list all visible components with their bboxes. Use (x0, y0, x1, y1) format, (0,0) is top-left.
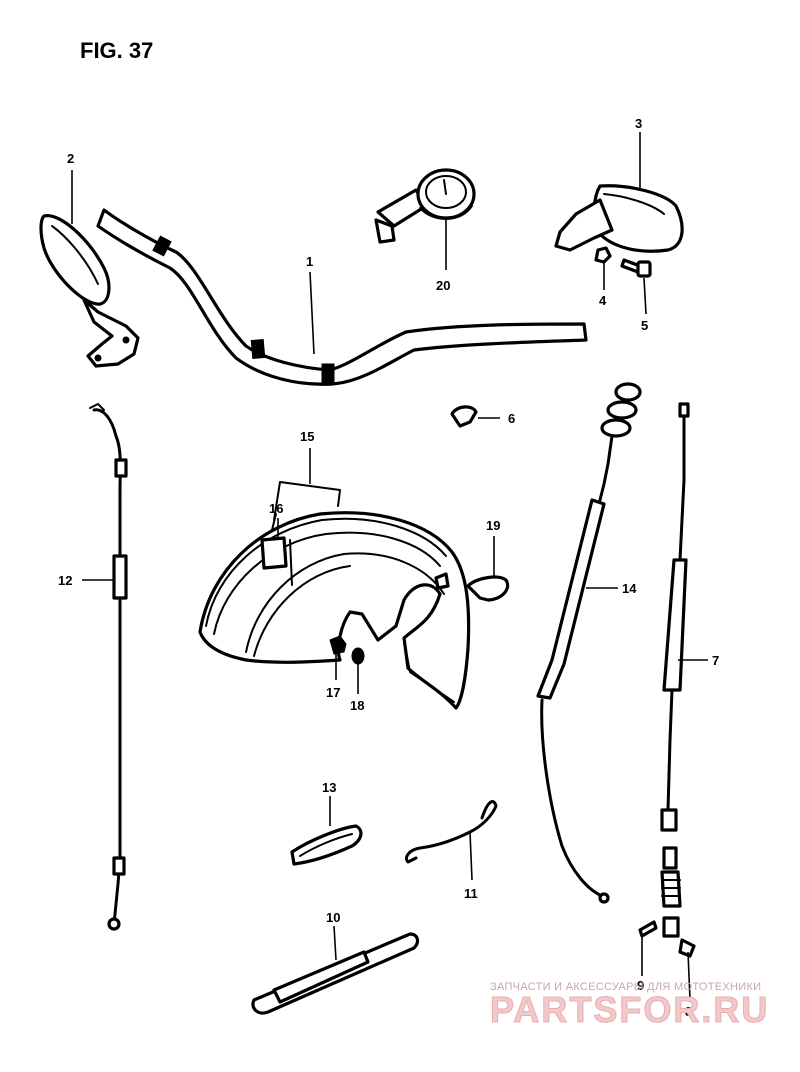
callout-17: 17 (326, 685, 340, 700)
callout-9: 9 (637, 978, 644, 993)
part-bolt-5 (620, 258, 652, 278)
callout-4: 4 (599, 293, 607, 308)
callout-8: 8 (685, 1004, 692, 1019)
part-cable-14 (536, 382, 642, 904)
figure-title: FIG. 37 (80, 38, 153, 63)
watermark-tagline: ЗАПЧАСТИ И АКСЕССУАРЫ ДЛЯ МОТОТЕХНИКИ (490, 981, 761, 993)
part-19 (466, 575, 510, 602)
part-cable-12 (89, 403, 128, 931)
part-washer (594, 246, 612, 264)
part-meter (374, 168, 476, 244)
callout-15: 15 (300, 429, 314, 444)
callout-12: 12 (58, 573, 72, 588)
callout-19: 19 (486, 518, 500, 533)
part-right-mirror (554, 184, 684, 253)
callout-1: 1 (306, 254, 313, 269)
callout-3: 3 (635, 116, 642, 131)
callout-11: 11 (464, 886, 478, 901)
callout-labels: 2 1 20 3 4 5 6 15 16 19 14 12 7 17 18 13… (58, 116, 719, 1019)
watermark: ЗАПЧАСТИ И АКСЕССУАРЫ ДЛЯ МОТОТЕХНИКИ PA… (490, 981, 769, 1031)
part-handlebar (96, 208, 588, 386)
part-left-mirror (39, 214, 140, 368)
part-strap-10 (251, 932, 420, 1015)
callout-10: 10 (326, 910, 340, 925)
part-cable-7 (660, 402, 690, 938)
watermark-brand: PARTSFOR.RU (490, 989, 769, 1030)
callout-20: 20 (436, 278, 450, 293)
callout-2: 2 (67, 151, 74, 166)
callout-16: 16 (269, 501, 283, 516)
leader-lines (71, 132, 708, 1001)
part-cap-6 (450, 405, 478, 428)
part-clamp-11 (405, 800, 498, 864)
callout-6: 6 (508, 411, 515, 426)
part-front-fender (198, 481, 471, 710)
callout-13: 13 (322, 780, 336, 795)
part-screw-8 (678, 938, 696, 958)
callout-18: 18 (350, 698, 364, 713)
part-bolt-17 (329, 635, 347, 655)
callout-5: 5 (641, 318, 648, 333)
part-washer-18 (351, 647, 365, 665)
callout-7: 7 (712, 653, 719, 668)
part-13 (290, 824, 363, 866)
callout-14: 14 (622, 581, 637, 596)
part-screw-9 (638, 920, 658, 938)
